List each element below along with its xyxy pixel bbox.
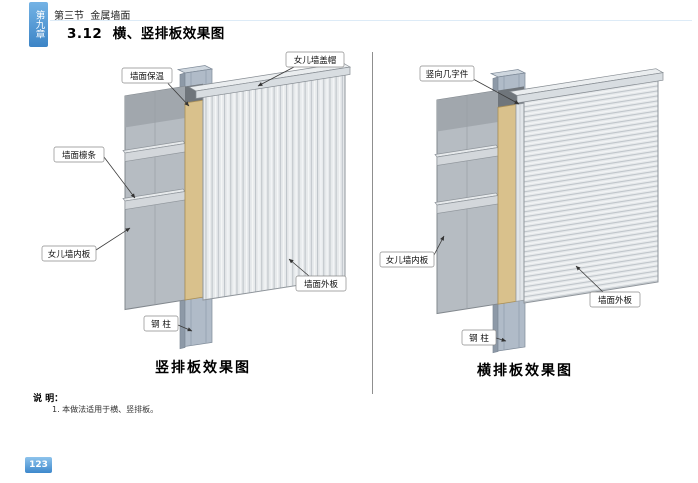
label-insulation: 墙面保温 <box>121 67 190 107</box>
svg-text:女儿墙内板: 女儿墙内板 <box>48 249 91 260</box>
label-parapet-cap: 女儿墙盖帽 <box>257 51 345 87</box>
wall-insulation <box>497 87 517 305</box>
header-rule <box>50 20 692 21</box>
svg-text:钢 柱: 钢 柱 <box>151 319 171 330</box>
figure-horizontal-panel: 竖向几字件 女儿墙内板 墙面外板 钢 柱 <box>379 65 665 354</box>
page-number-badge: 123 <box>25 457 52 473</box>
outer-panel-horizontal <box>523 77 659 304</box>
note-item: 1. 本做法适用于横、竖排板。 <box>52 405 159 414</box>
wall-insulation <box>184 83 204 301</box>
svg-text:墙面檩条: 墙面檩条 <box>62 150 97 161</box>
label-inner-panel: 女儿墙内板 <box>379 235 445 268</box>
label-outer-panel: 墙面外板 <box>575 265 641 308</box>
svg-text:墙面保温: 墙面保温 <box>130 71 165 82</box>
notes-heading: 说 明： <box>33 394 64 404</box>
svg-text:墙面外板: 墙面外板 <box>598 295 633 306</box>
figure-vertical-panel: 墙面保温 女儿墙盖帽 墙面檩条 女儿墙内板 墙面外板 钢 柱 <box>41 51 352 350</box>
label-outer-panel: 墙面外板 <box>288 258 347 292</box>
label-purlin: 墙面檩条 <box>53 146 136 199</box>
svg-text:女儿墙盖帽: 女儿墙盖帽 <box>294 55 337 66</box>
svg-text:女儿墙内板: 女儿墙内板 <box>386 255 429 266</box>
caption-horizontal-panel: 横排板效果图 <box>477 363 573 379</box>
label-steel-column: 钢 柱 <box>143 315 193 332</box>
parapet-cap <box>508 68 665 104</box>
label-steel-column: 钢 柱 <box>461 329 507 346</box>
svg-text:竖向几字件: 竖向几字件 <box>426 69 469 80</box>
svg-text:钢 柱: 钢 柱 <box>469 333 489 344</box>
caption-vertical-panel: 竖排板效果图 <box>155 360 251 376</box>
label-hat-piece: 竖向几字件 <box>419 65 520 105</box>
hat-channel <box>515 86 525 302</box>
page-title: 3.12 横、竖排板效果图 <box>67 26 225 42</box>
section-header: 第三节 金属墙面 <box>54 11 131 22</box>
svg-text:墙面外板: 墙面外板 <box>304 279 339 290</box>
outer-panel-vertical <box>202 72 346 301</box>
figure-divider <box>372 52 373 394</box>
wall-purlin <box>122 140 186 162</box>
label-inner-panel: 女儿墙内板 <box>41 227 131 262</box>
chapter-tab: 第九章 <box>29 2 48 47</box>
